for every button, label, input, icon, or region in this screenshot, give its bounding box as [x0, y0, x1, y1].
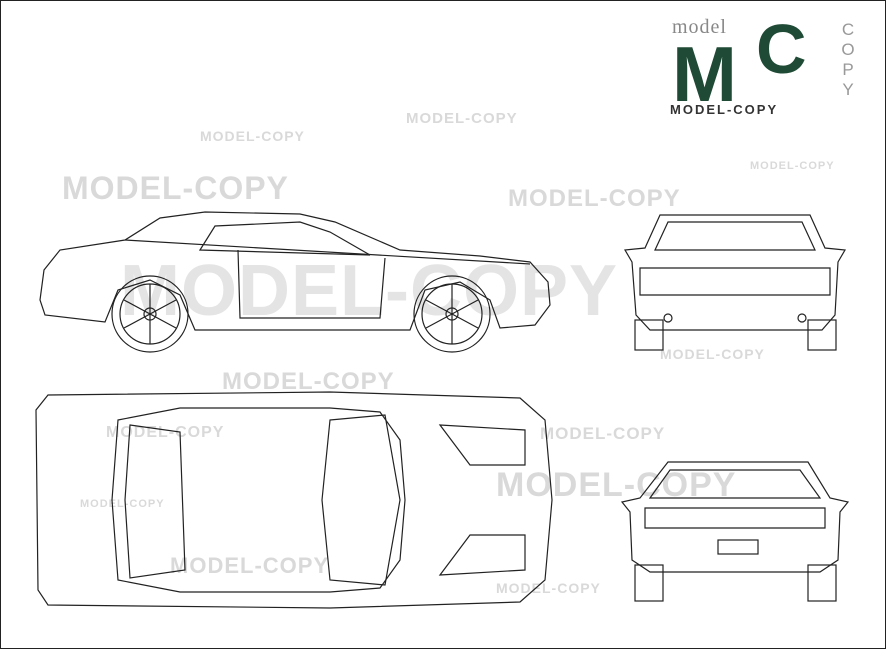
watermark: MODEL-COPY: [496, 580, 601, 596]
logo-c: C: [756, 10, 807, 88]
watermark: MODEL-COPY: [80, 498, 165, 510]
watermark: MODEL-COPY: [200, 128, 305, 144]
rear-view: [620, 461, 850, 602]
model-copy-logo: model M C COPY MODEL-COPY: [668, 14, 868, 118]
logo-bottom-text: MODEL-COPY: [670, 102, 779, 117]
watermark: MODEL-COPY: [660, 346, 765, 362]
watermark: MODEL-COPY: [222, 368, 395, 395]
watermark: MODEL-COPY: [750, 160, 835, 172]
logo-side-text: COPY: [841, 20, 855, 99]
side-view: [39, 211, 551, 353]
watermark: MODEL-COPY: [106, 424, 225, 441]
top-view: [35, 391, 553, 609]
watermark: MODEL-COPY: [508, 185, 681, 212]
watermark: MODEL-COPY: [540, 424, 666, 443]
logo-top-text: model: [672, 16, 727, 38]
logo-m: M: [672, 30, 737, 118]
watermark: MODEL-COPY: [62, 170, 289, 206]
watermark: MODEL-COPY: [170, 553, 330, 578]
front-view: [624, 214, 846, 351]
watermark: MODEL-COPY: [406, 110, 518, 127]
